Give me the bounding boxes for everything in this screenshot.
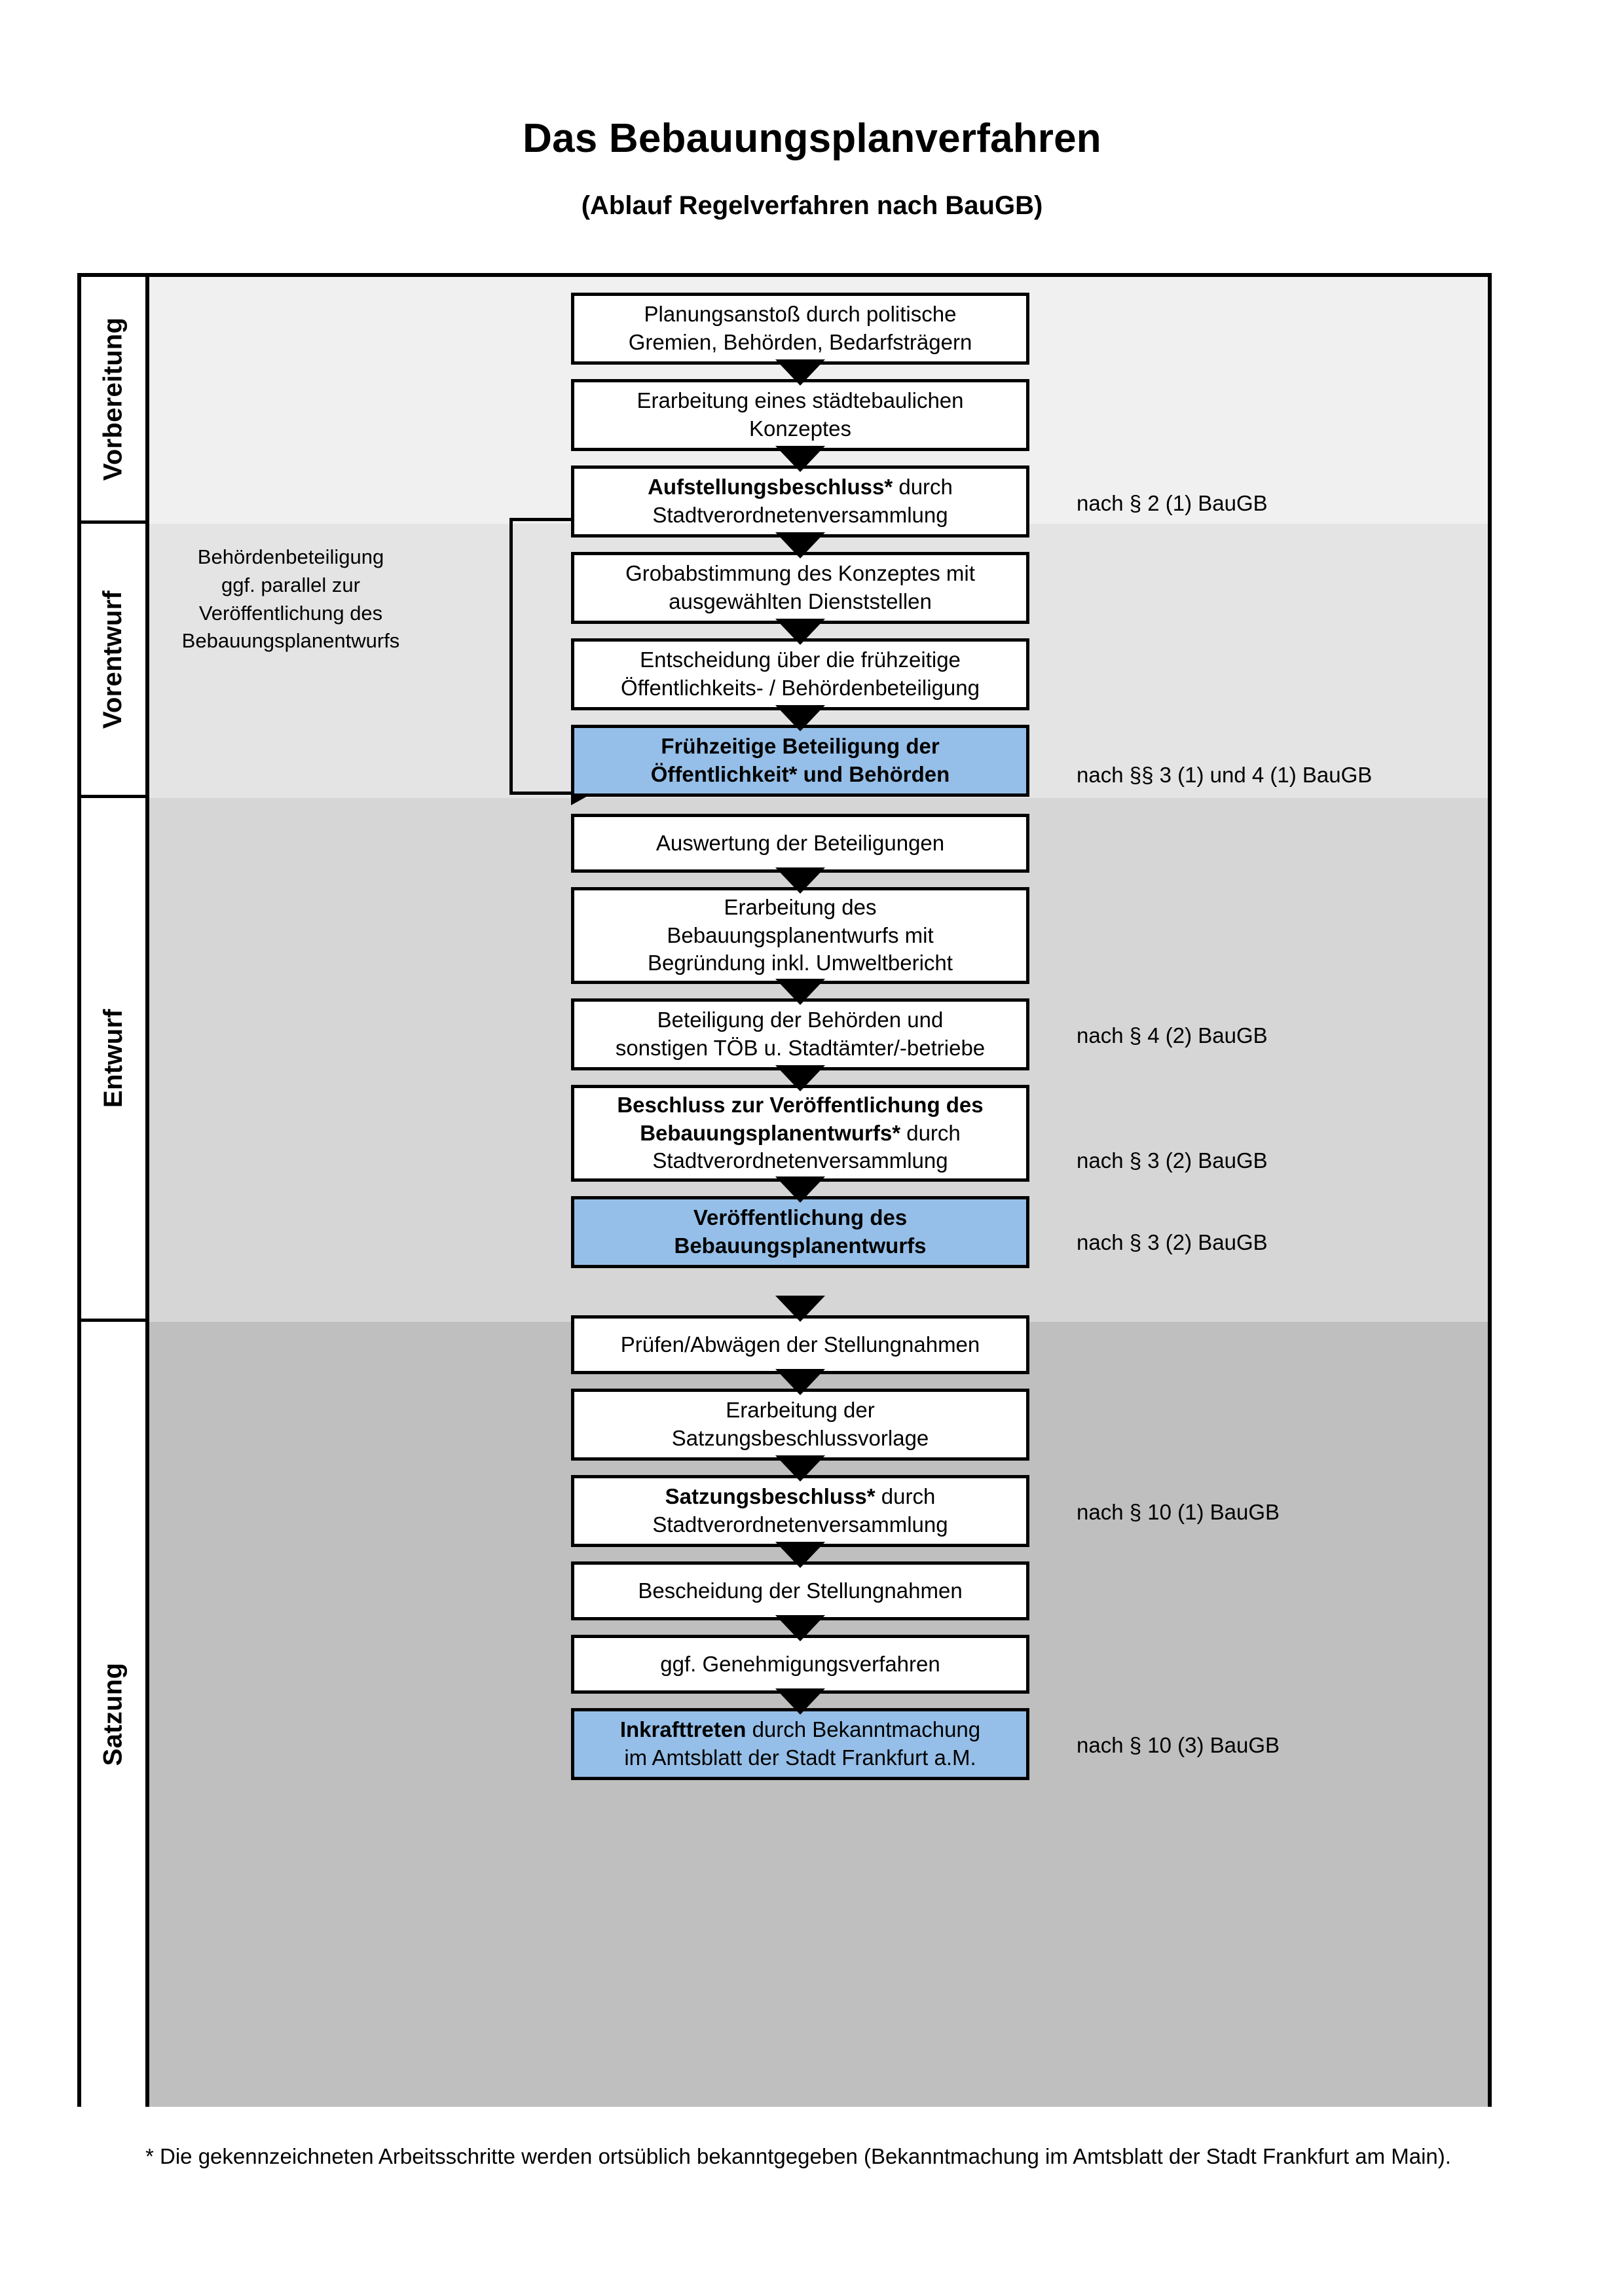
step-bescheidung-line-1: Bescheidung der Stellungnahmen: [638, 1578, 963, 1603]
step-beschluss-veroeffentlichung[interactable]: Beschluss zur Veröffentlichung des Bebau…: [571, 1085, 1029, 1182]
ref-fruehzeitige-beteiligung: nach §§ 3 (1) und 4 (1) BauGB: [1077, 763, 1373, 787]
title-block: Das Bebauungsplanverfahren (Ablauf Regel…: [0, 116, 1624, 221]
ref-satzungsbeschluss: nach § 10 (1) BauGB: [1077, 1500, 1280, 1524]
arrow-entscheidung-to-fruehzeitige-beteiligung: [775, 705, 825, 731]
step-entscheidung-line-1: Entscheidung über die frühzeitige: [640, 647, 961, 672]
step-staedtebauliches-konzept[interactable]: Erarbeitung eines städtebaulichen Konzep…: [571, 379, 1029, 451]
phase-label-vorentwurf: Vorentwurf: [98, 590, 128, 729]
step-grobabstimmung[interactable]: Grobabstimmung des Konzeptes mit ausgewä…: [571, 552, 1029, 624]
step-entscheidung-fruehzeitige-beteiligung[interactable]: Entscheidung über die frühzeitige Öffent…: [571, 638, 1029, 710]
arrow-pruefen-to-satzungsvorlage: [775, 1369, 825, 1395]
step-erarbeitung-bplanentwurf[interactable]: Erarbeitung des Bebauungsplanentwurfs mi…: [571, 887, 1029, 984]
arrow-genehmigung-to-inkrafttreten: [775, 1688, 825, 1715]
bypass-segment-left: [509, 518, 513, 795]
step-inkrafttreten-line-1: Inkrafttreten: [619, 1717, 747, 1742]
step-beteiligung-behoerden-toeb[interactable]: Beteiligung der Behörden und sonstigen T…: [571, 998, 1029, 1070]
step-fruehzeitige-beteiligung[interactable]: Frühzeitige Beteiligung der Öffentlichke…: [571, 725, 1029, 797]
arrow-satzungsvorlage-to-satzungsbeschluss: [775, 1455, 825, 1482]
arrow-toeb-to-beschluss: [775, 1065, 825, 1091]
phase-label-entwurf: Entwurf: [98, 1009, 128, 1108]
step-veroeffentlichung-bplanentwurf[interactable]: Veröffentlichung des Bebauungsplanentwur…: [571, 1196, 1029, 1268]
step-satzungsbeschluss-line-1: Satzungsbeschluss*: [665, 1484, 876, 1509]
step-aufstellungsbeschluss[interactable]: Aufstellungsbeschluss* durch Stadtverord…: [571, 465, 1029, 538]
step-aufstellungsbeschluss-line-1: Aufstellungsbeschluss*: [648, 475, 893, 500]
phase-label-satzung: Satzung: [98, 1662, 128, 1766]
step-erarbeitung-bplanentwurf-line-1: Erarbeitung des: [724, 894, 877, 919]
step-planungsanstoss[interactable]: Planungsanstoß durch politische Gremien,…: [571, 293, 1029, 365]
step-genehmigungsverfahren-line-1: ggf. Genehmigungsverfahren: [660, 1651, 940, 1676]
side-note-line-2: ggf. parallel zur: [221, 573, 360, 596]
step-grobabstimmung-line-2: ausgewählten Dienststellen: [669, 589, 932, 613]
phase-label-column: Vorbereitung Vorentwurf Entwurf Satzung: [81, 277, 149, 2107]
arrow-bescheidung-to-genehmigung: [775, 1615, 825, 1641]
step-pruefen-abwaegen-line-1: Prüfen/Abwägen der Stellungnahmen: [620, 1332, 980, 1357]
step-satzungsvorlage-line-2: Satzungsbeschlussvorlage: [671, 1426, 929, 1450]
step-genehmigungsverfahren[interactable]: ggf. Genehmigungsverfahren: [571, 1635, 1029, 1694]
step-erarbeitung-satzungsbeschlussvorlage[interactable]: Erarbeitung der Satzungsbeschlussvorlage: [571, 1389, 1029, 1461]
step-entscheidung-line-2: Öffentlichkeits- / Behördenbeteiligung: [621, 676, 980, 700]
flowchart-frame: Vorbereitung Vorentwurf Entwurf Satzung …: [77, 273, 1492, 2107]
step-beteiligung-toeb-line-1: Beteiligung der Behörden und: [657, 1008, 944, 1032]
step-beschluss-line-3: Stadtverordnetenversammlung: [652, 1148, 948, 1173]
ref-aufstellungsbeschluss: nach § 2 (1) BauGB: [1077, 491, 1268, 515]
step-inkrafttreten-line-2: im Amtsblatt der Stadt Frankfurt a.M.: [624, 1745, 976, 1770]
step-aufstellungsbeschluss-line-1-suffix: durch: [893, 475, 953, 500]
step-staedtebauliches-konzept-line-2: Konzeptes: [749, 416, 851, 441]
step-pruefen-abwaegen[interactable]: Prüfen/Abwägen der Stellungnahmen: [571, 1315, 1029, 1374]
phase-cell-entwurf: Entwurf: [81, 798, 145, 1322]
arrow-planungsanstoss-to-konzept: [775, 359, 825, 386]
step-fruehzeitige-beteiligung-line-1: Frühzeitige Beteiligung der: [661, 734, 940, 759]
arrow-satzungsbeschluss-to-bescheidung: [775, 1542, 825, 1568]
behoerdenbeteiligung-note: Behördenbeteiligung ggf. parallel zur Ve…: [88, 543, 494, 655]
phase-cell-vorentwurf: Vorentwurf: [81, 524, 145, 798]
ref-veroeffentlichung: nach § 3 (2) BauGB: [1077, 1230, 1268, 1254]
step-beschluss-line-1: Beschluss zur Veröffentlichung des: [617, 1092, 984, 1117]
step-aufstellungsbeschluss-line-2: Stadtverordnetenversammlung: [652, 503, 948, 527]
arrow-grobabstimmung-to-entscheidung: [775, 619, 825, 645]
step-veroeffentlichung-line-1: Veröffentlichung des: [693, 1205, 908, 1230]
step-planungsanstoss-line-2: Gremien, Behörden, Bedarfsträgern: [628, 330, 972, 354]
step-inkrafttreten[interactable]: Inkrafttreten durch Bekanntmachung im Am…: [571, 1708, 1029, 1780]
step-beteiligung-toeb-line-2: sonstigen TÖB u. Stadtämter/-betriebe: [615, 1036, 986, 1060]
arrow-konzept-to-aufstellungsbeschluss: [775, 446, 825, 472]
side-note-line-3: Veröffentlichung des: [198, 601, 383, 625]
step-satzungsbeschluss-line-1-suffix: durch: [875, 1484, 936, 1509]
arrow-veroeffentlichung-to-pruefen: [775, 1296, 825, 1322]
step-satzungsvorlage-line-1: Erarbeitung der: [726, 1398, 875, 1423]
step-satzungsbeschluss-line-2: Stadtverordnetenversammlung: [652, 1512, 948, 1537]
step-fruehzeitige-beteiligung-line-2: Öffentlichkeit* und Behörden: [650, 762, 950, 786]
phase-label-vorbereitung: Vorbereitung: [98, 317, 128, 481]
step-satzungsbeschluss[interactable]: Satzungsbeschluss* durch Stadtverordnete…: [571, 1475, 1029, 1547]
footnote: * Die gekennzeichneten Arbeitsschritte w…: [145, 2144, 1451, 2168]
arrow-erarbeitung-to-beteiligung-toeb: [775, 979, 825, 1005]
arrow-auswertung-to-erarbeitung: [775, 867, 825, 894]
page-subtitle: (Ablauf Regelverfahren nach BauGB): [581, 191, 1043, 221]
step-beschluss-line-2-suffix: durch: [900, 1120, 961, 1145]
arrow-beschluss-to-veroeffentlichung: [775, 1176, 825, 1203]
step-erarbeitung-bplanentwurf-line-3: Begründung inkl. Umweltbericht: [648, 951, 953, 975]
step-erarbeitung-bplanentwurf-line-2: Bebauungsplanentwurfs mit: [667, 922, 934, 947]
step-staedtebauliches-konzept-line-1: Erarbeitung eines städtebaulichen: [637, 388, 964, 413]
ref-inkrafttreten: nach § 10 (3) BauGB: [1077, 1733, 1280, 1757]
ref-beschluss-veroeffentlichung: nach § 3 (2) BauGB: [1077, 1148, 1268, 1173]
step-veroeffentlichung-line-2: Bebauungsplanentwurfs: [674, 1233, 927, 1258]
step-beschluss-line-2: Bebauungsplanentwurfs*: [640, 1120, 901, 1145]
side-note-line-4: Bebauungsplanentwurfs: [181, 629, 400, 653]
bypass-segment-top: [509, 518, 576, 521]
page-title: Das Bebauungsplanverfahren: [523, 116, 1101, 161]
step-inkrafttreten-line-1-suffix: durch Bekanntmachung: [746, 1717, 981, 1742]
step-planungsanstoss-line-1: Planungsanstoß durch politische: [644, 302, 957, 327]
step-auswertung-beteiligungen-line-1: Auswertung der Beteiligungen: [655, 830, 945, 855]
phase-cell-satzung: Satzung: [81, 1322, 145, 2107]
ref-beteiligung-toeb: nach § 4 (2) BauGB: [1077, 1023, 1268, 1048]
bypass-segment-bottom: [509, 792, 572, 795]
step-auswertung-beteiligungen[interactable]: Auswertung der Beteiligungen: [571, 814, 1029, 873]
flow-layer: Planungsanstoß durch politische Gremien,…: [81, 277, 1488, 2103]
phase-cell-vorbereitung: Vorbereitung: [81, 277, 145, 524]
arrow-aufstellungsbeschluss-to-grobabstimmung: [775, 532, 825, 558]
side-note-line-1: Behördenbeteiligung: [197, 545, 384, 568]
step-grobabstimmung-line-1: Grobabstimmung des Konzeptes mit: [625, 561, 975, 586]
step-bescheidung-stellungnahmen[interactable]: Bescheidung der Stellungnahmen: [571, 1561, 1029, 1620]
